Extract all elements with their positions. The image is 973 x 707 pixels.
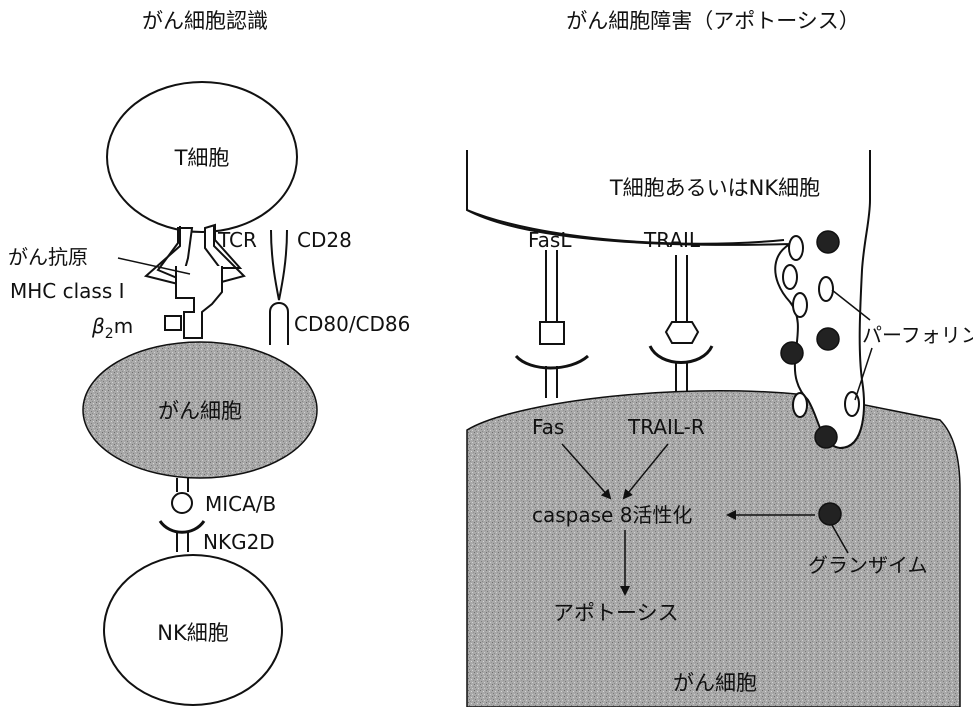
granzyme-granule (817, 328, 839, 350)
cd80-receptor (270, 303, 288, 345)
cd28-receptor (271, 230, 287, 300)
caspase-label: caspase 8活性化 (532, 503, 692, 527)
nk-cell-label: NK細胞 (157, 621, 228, 645)
fasl-label: FasL (528, 228, 572, 252)
cd80-label: CD80/CD86 (294, 312, 410, 336)
fasl-head (540, 322, 564, 344)
mica-ball (172, 493, 192, 513)
b2m-square (165, 316, 181, 330)
perforin-granule (819, 277, 833, 301)
effector-cell-label: T細胞あるいはNK細胞 (609, 176, 820, 200)
trail-r-cup (650, 346, 712, 363)
b2m-beta: β (91, 314, 105, 338)
trail-label: TRAIL (643, 228, 701, 252)
perforin-granule (793, 393, 807, 417)
cancer-antigen-label: がん抗原 (8, 245, 88, 269)
left-title: がん細胞認識 (142, 9, 268, 33)
nkg2d-label: NKG2D (203, 530, 275, 554)
granzyme-granule (815, 426, 837, 448)
b2m-m: m (114, 314, 133, 338)
granzyme-granule-released (819, 503, 841, 525)
cd28-label: CD28 (297, 228, 352, 252)
tcr-label: TCR (217, 228, 257, 252)
apoptosis-label: アポトーシス (553, 601, 679, 625)
perforin-label: パーフォリン (862, 323, 973, 347)
right-title: がん細胞障害（アポトーシス） (566, 9, 860, 33)
mhc-label: MHC class I (10, 279, 125, 303)
granzyme-label: グランザイム (808, 553, 928, 577)
perforin-granule (783, 265, 797, 289)
right-panel: がん細胞障害（アポトーシス） T細胞あるいはNK細胞 (467, 9, 973, 707)
fas-cup (516, 356, 588, 368)
trail-r-label: TRAIL-R (627, 415, 705, 439)
trail-head (666, 322, 698, 343)
mica-label: MICA/B (205, 492, 276, 516)
b2m-subscript: 2 (105, 326, 114, 342)
left-panel: がん細胞認識 T細胞 がん細胞 NK細胞 TCR CD28 がん抗原 (8, 9, 410, 705)
granzyme-granule (817, 231, 839, 253)
cancer-cell-left-label: がん細胞 (158, 399, 242, 423)
t-cell-label: T細胞 (174, 146, 230, 170)
b2m-label: β2m (91, 314, 133, 342)
perforin-granule (793, 293, 807, 317)
granzyme-granule (781, 342, 803, 364)
perforin-granule (789, 236, 803, 260)
fas-label: Fas (532, 415, 564, 439)
cancer-cell-right-label: がん細胞 (673, 671, 757, 695)
mhc-class-i (176, 266, 222, 338)
nkg2d-cup (160, 521, 204, 532)
